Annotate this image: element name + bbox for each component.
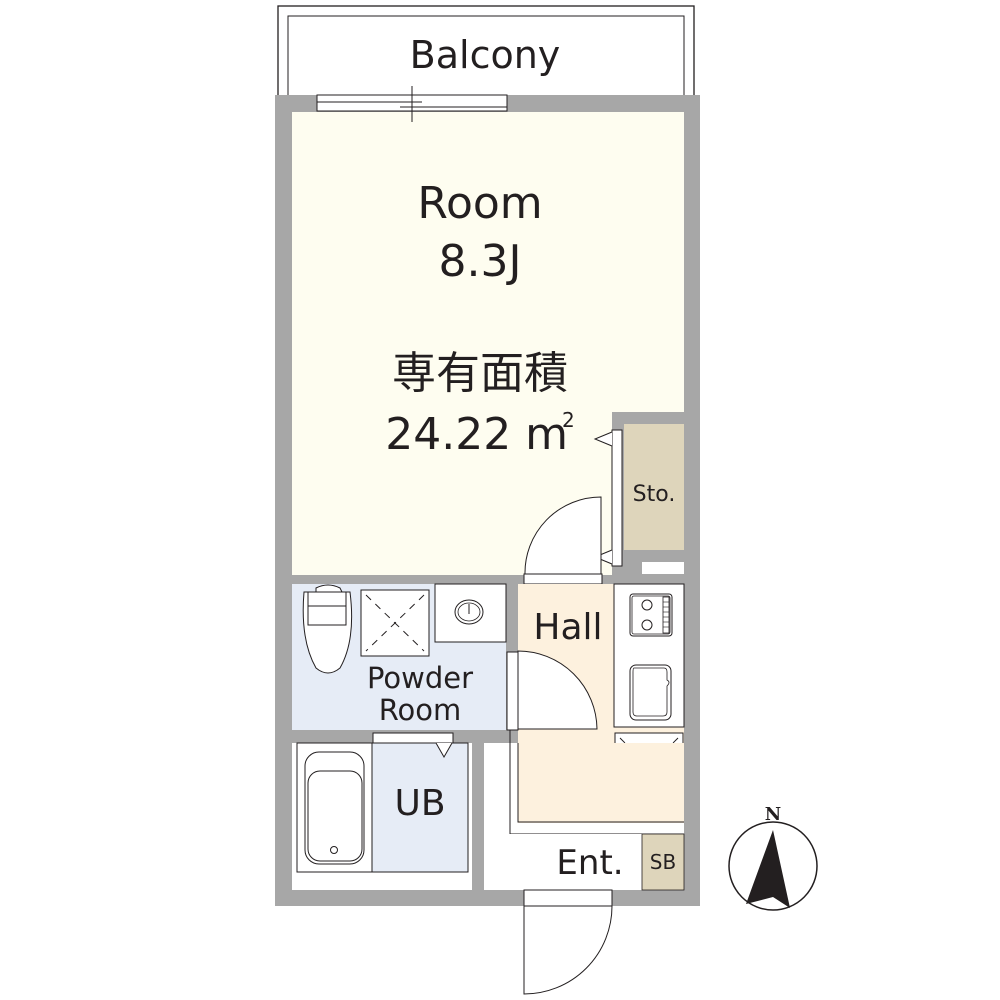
balcony-label: Balcony — [409, 33, 561, 77]
powder-room-label-1: Powder — [366, 661, 474, 695]
storage-door[interactable] — [593, 429, 623, 567]
compass-north-label: N — [764, 804, 782, 825]
hall-label: Hall — [533, 607, 603, 648]
area-value-label: 24.22 m2 — [370, 410, 590, 457]
balcony — [277, 5, 695, 97]
shoe-box-label: SB — [649, 850, 677, 874]
bath-door[interactable] — [372, 732, 454, 759]
powder-room-label-2: Room — [378, 693, 462, 727]
wash-basin-icon[interactable] — [434, 583, 507, 643]
unit-bath[interactable] — [371, 742, 469, 873]
bathtub-icon[interactable] — [296, 742, 373, 873]
storage-room[interactable] — [624, 424, 684, 550]
room-label: Room — [417, 178, 543, 229]
room-size-label: 8.3J — [438, 236, 522, 287]
stove-icon — [629, 593, 673, 637]
bath-label: UB — [394, 783, 446, 824]
kitchen-counter[interactable] — [613, 583, 685, 728]
north-compass-icon — [728, 821, 818, 911]
storage-label: Sto. — [632, 482, 676, 507]
kitchen-sink-icon — [629, 664, 672, 721]
entrance[interactable] — [484, 834, 642, 890]
area-unit-superscript: 2 — [562, 408, 575, 432]
balcony-window[interactable] — [316, 86, 508, 122]
entrance-label: Ent. — [556, 843, 624, 883]
powder-room-door[interactable] — [506, 650, 598, 731]
shoe-box[interactable] — [641, 833, 685, 891]
toilet-icon[interactable] — [302, 584, 353, 674]
entrance-door[interactable] — [523, 889, 613, 995]
area-value: 24.22 m — [385, 409, 569, 460]
pipe-space — [360, 589, 430, 657]
area-title-label: 専有面積 — [392, 348, 568, 399]
